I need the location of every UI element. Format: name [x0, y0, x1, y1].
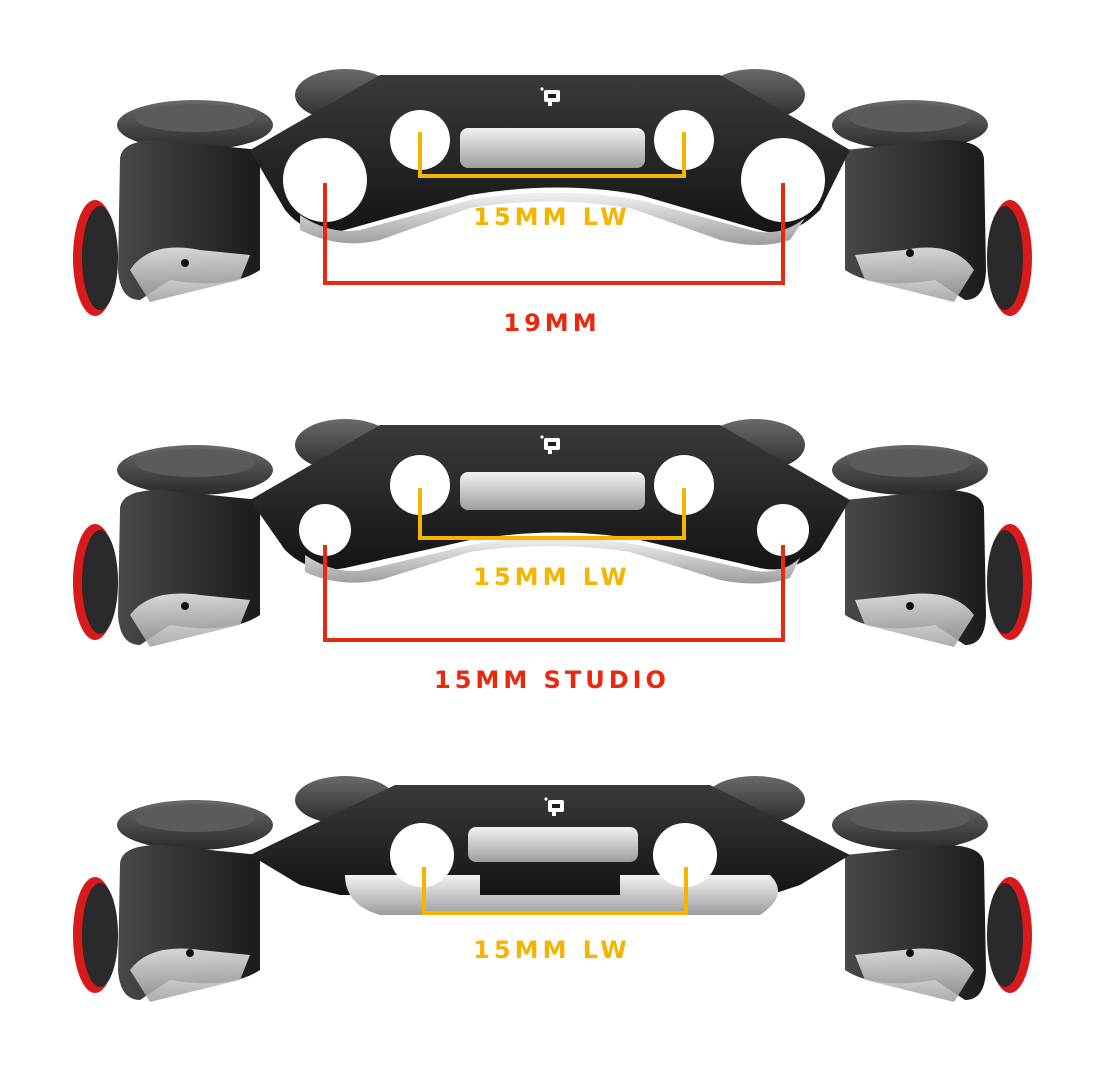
rig-logo-icon — [540, 87, 560, 106]
rod-clamp-illustration-15mm-studio — [73, 419, 1032, 647]
inner-dimension-bracket — [418, 132, 686, 178]
outer-dimension-label: 15MM STUDIO — [434, 666, 670, 694]
rig-logo-icon — [540, 435, 560, 454]
left-clamp — [73, 100, 273, 316]
inner-dimension-bracket — [422, 867, 688, 915]
config-19mm: 15MM LW 19MM — [0, 40, 1104, 360]
config-15mm-lw: 15MM LW — [0, 755, 1104, 1055]
inner-dimension-label: 15MM LW — [473, 563, 631, 591]
rig-logo-icon — [544, 797, 564, 816]
inner-dimension-label: 15MM LW — [473, 936, 631, 964]
inner-dimension-label: 15MM LW — [473, 203, 631, 231]
right-clamp — [832, 445, 1032, 647]
right-clamp — [832, 100, 1032, 316]
rod-clamp-illustration-19mm — [73, 69, 1032, 316]
outer-dimension-label: 19MM — [503, 309, 601, 337]
left-clamp — [73, 445, 273, 647]
inner-dimension-bracket — [418, 488, 686, 540]
outer-dimension-bracket — [323, 545, 785, 642]
outer-dimension-bracket — [323, 183, 785, 285]
left-clamp — [73, 800, 273, 1002]
rod-clamp-illustration-15mm-lw — [73, 776, 1032, 1002]
right-clamp — [832, 800, 1032, 1002]
config-15mm-studio: 15MM LW 15MM STUDIO — [0, 400, 1104, 710]
